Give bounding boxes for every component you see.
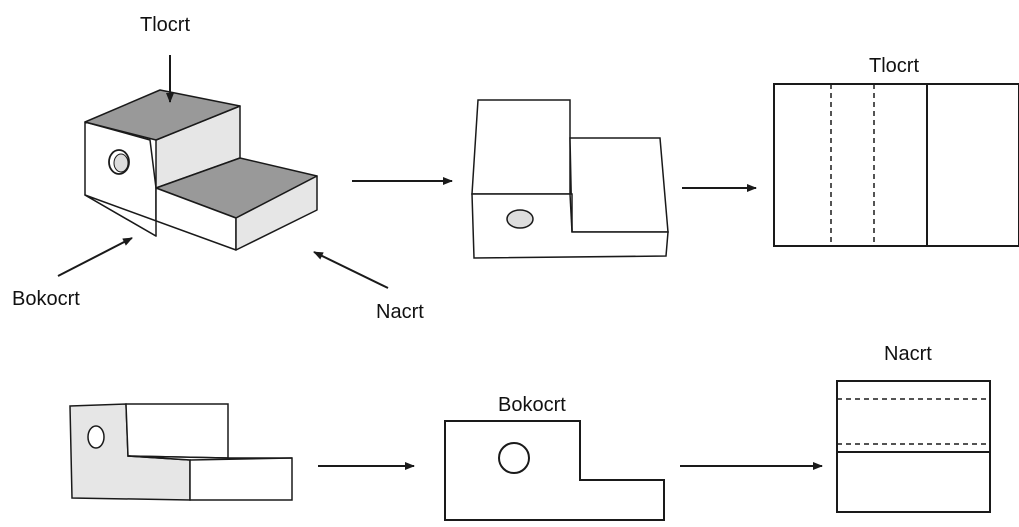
- block-right-face: [235, 175, 318, 251]
- top-view-outline: [773, 83, 1019, 247]
- label-side-view: Bokocrt: [498, 394, 566, 416]
- label-iso-side: Bokocrt: [12, 288, 80, 310]
- rotated-top-face-lower: [569, 137, 669, 233]
- block-top-face-upper: [84, 89, 241, 141]
- arrow-side-pointer: [57, 237, 133, 277]
- label-iso-front: Nacrt: [376, 301, 424, 323]
- label-top-view: Tlocrt: [869, 55, 919, 77]
- side-block-hole: [87, 425, 105, 449]
- top-view-drawing: [773, 83, 1019, 247]
- block-hole-inner: [113, 153, 129, 173]
- label-front-view: Nacrt: [884, 343, 932, 365]
- side-block-upper-face: [125, 403, 229, 459]
- front-view-drawing: [836, 380, 991, 513]
- side-block: [69, 403, 293, 501]
- label-iso-top: Tlocrt: [140, 14, 190, 36]
- side-view-drawing: [444, 420, 665, 521]
- rotated-top-face-upper: [471, 99, 571, 195]
- front-view-outline: [836, 380, 991, 513]
- block-front-face-outline: [84, 187, 237, 251]
- side-view-outline: [444, 420, 665, 521]
- rotated-hole: [506, 209, 534, 229]
- rotated-block-top: [471, 99, 669, 259]
- side-view-hole: [498, 442, 530, 474]
- arrow-front-pointer: [313, 251, 389, 289]
- isometric-block: [84, 89, 318, 251]
